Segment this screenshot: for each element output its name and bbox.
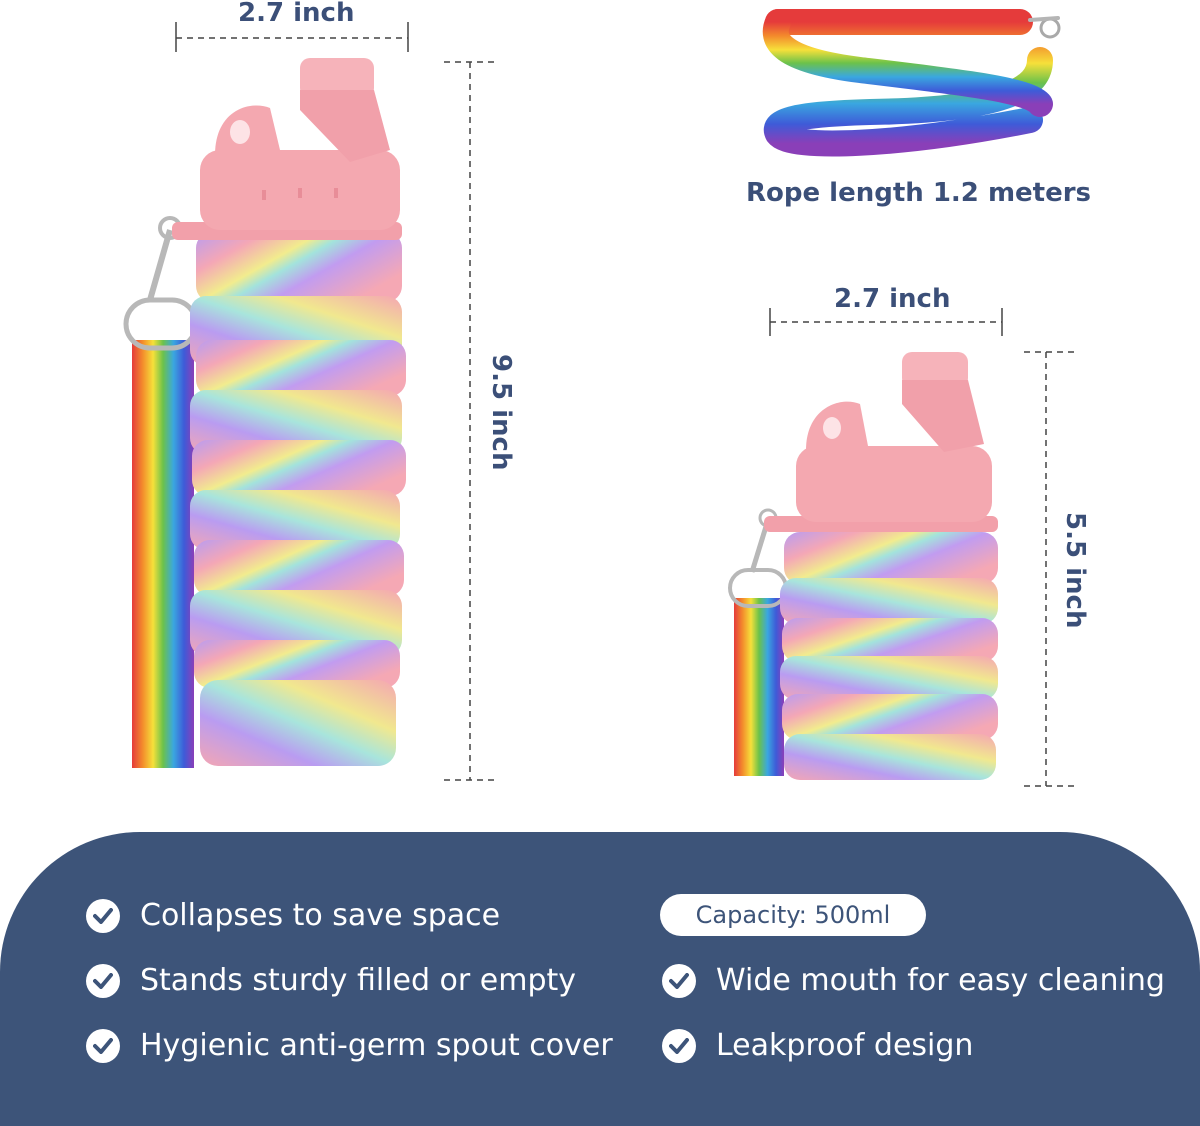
product-illustration <box>123 9 1074 787</box>
width-dimension-line-tall <box>175 22 409 52</box>
check-icon <box>662 963 696 998</box>
tall-bottle <box>123 58 406 768</box>
width-dimension-line-short <box>769 308 1003 336</box>
check-icon <box>662 1028 696 1063</box>
check-icon <box>86 963 120 998</box>
check-icon <box>86 898 120 933</box>
feature-text: Leakproof design <box>716 1028 974 1063</box>
short-height-label: 5.5 inch <box>1060 512 1090 629</box>
feature-hygienic-cover: Hygienic anti-germ spout cover <box>86 1028 613 1063</box>
feature-text: Stands sturdy filled or empty <box>140 963 577 998</box>
height-dimension-line-short <box>1024 351 1074 787</box>
height-dimension-line-tall <box>444 61 494 781</box>
tall-width-label: 2.7 inch <box>238 0 355 28</box>
feature-leakproof: Leakproof design <box>662 1028 973 1063</box>
short-width-label: 2.7 inch <box>834 284 951 314</box>
check-icon <box>86 1028 120 1063</box>
rope-length-label: Rope length 1.2 meters <box>746 178 1092 208</box>
feature-stands-sturdy: Stands sturdy filled or empty <box>86 963 576 998</box>
capacity-badge: Capacity: 500ml <box>660 894 926 936</box>
feature-text: Collapses to save space <box>140 898 501 933</box>
feature-text: Hygienic anti-germ spout cover <box>140 1028 613 1063</box>
feature-text: Wide mouth for easy cleaning <box>716 963 1165 998</box>
feature-collapses: Collapses to save space <box>86 898 500 933</box>
tall-height-label: 9.5 inch <box>486 354 516 471</box>
rainbow-lanyard <box>762 9 1061 157</box>
short-bottle <box>728 352 998 780</box>
feature-wide-mouth: Wide mouth for easy cleaning <box>662 963 1165 998</box>
features-panel <box>0 832 1200 1126</box>
